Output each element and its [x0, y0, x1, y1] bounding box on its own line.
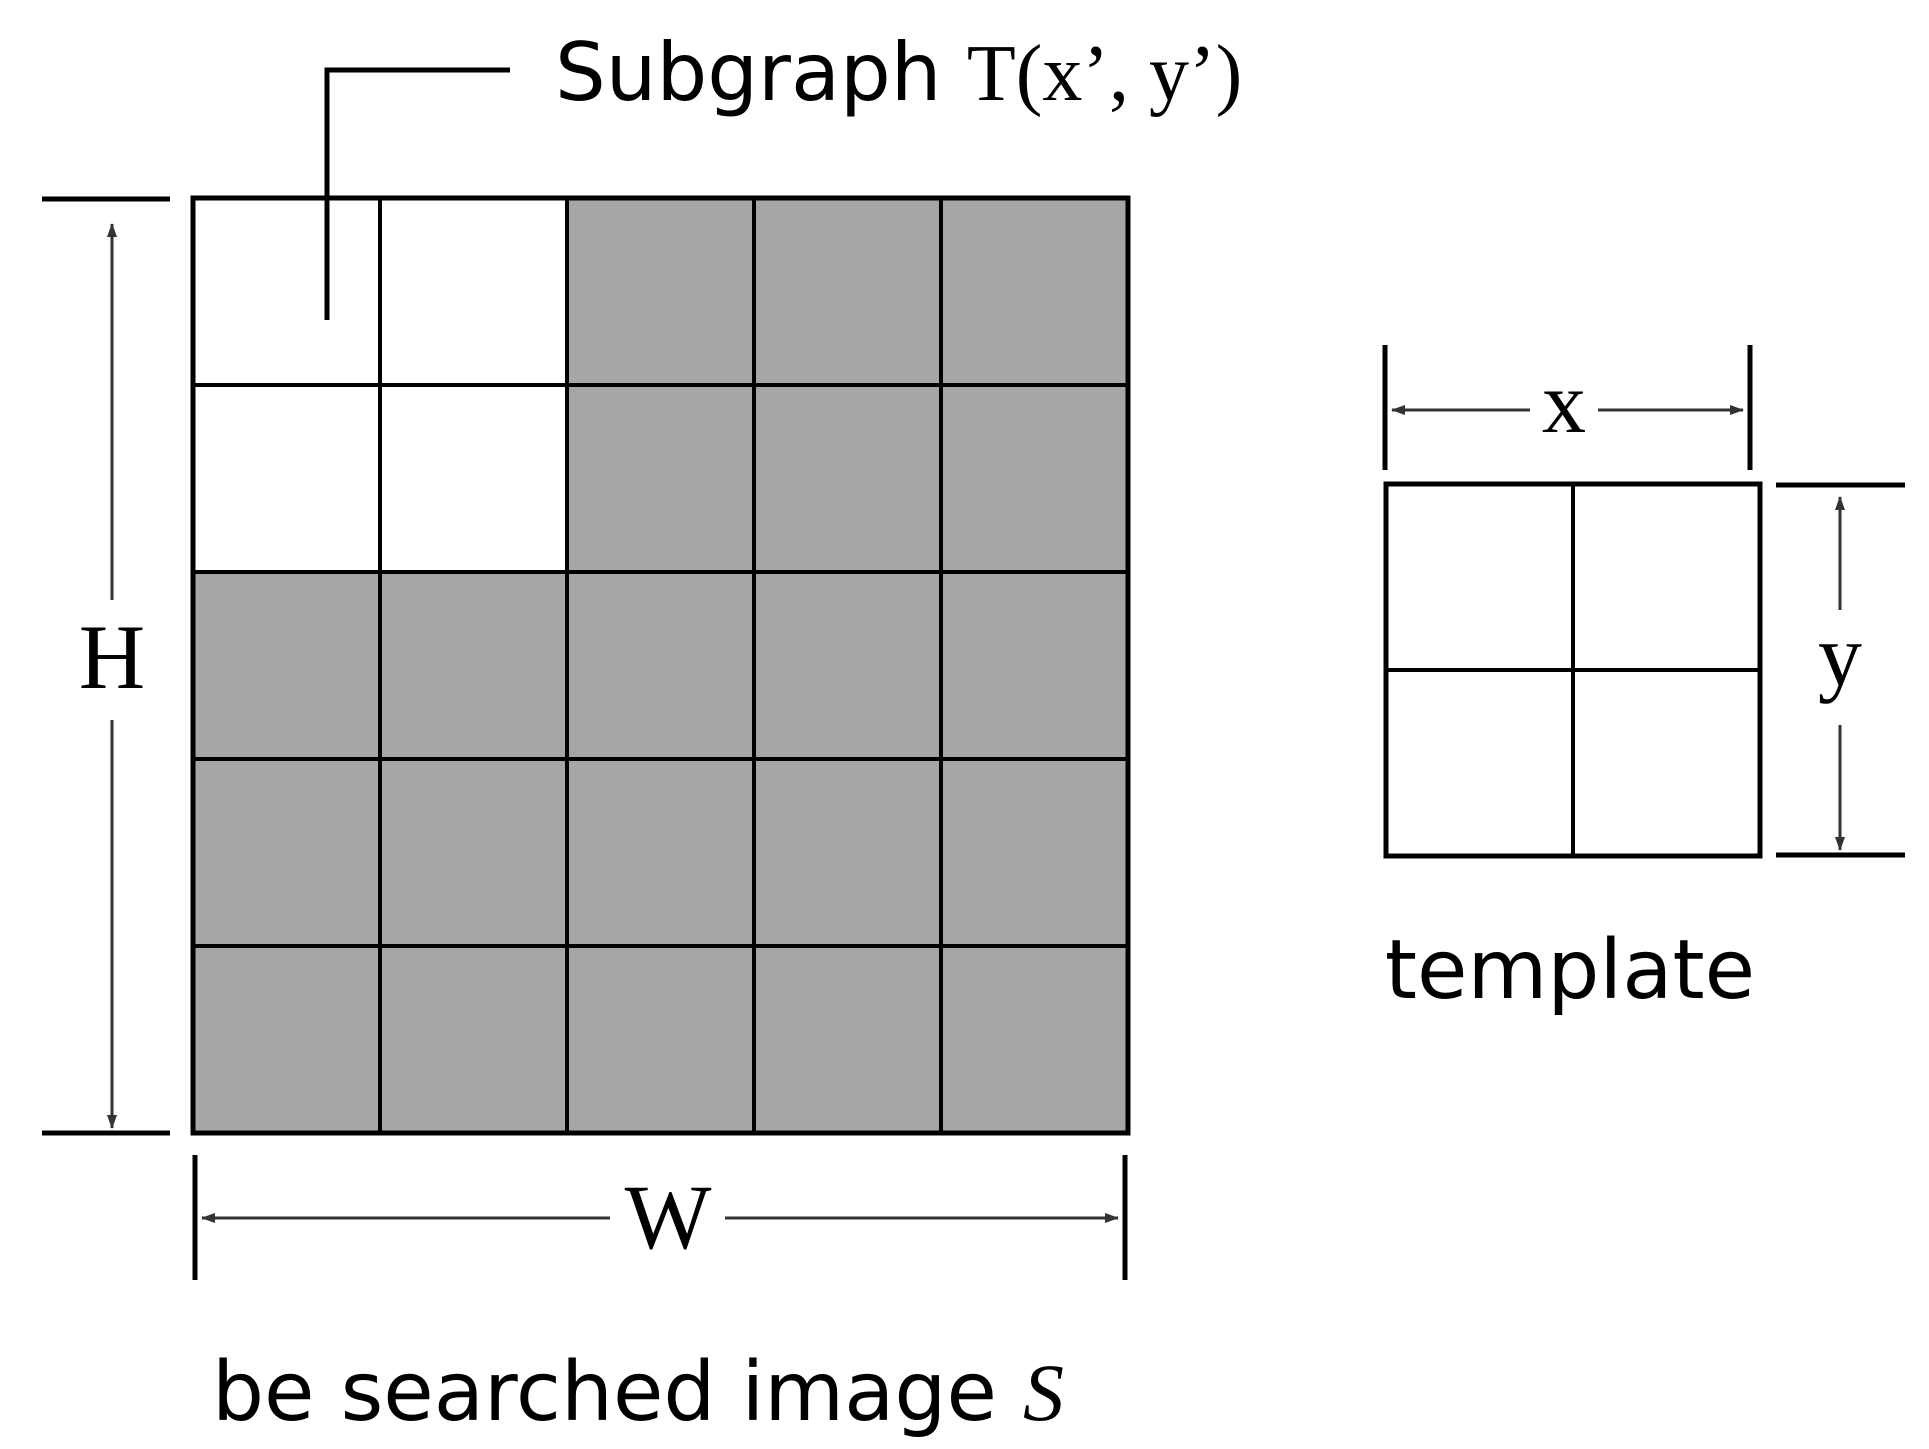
subgraph-label-formula: T(x’, y’) [967, 30, 1242, 118]
searched-image-cell-r5-c4 [752, 944, 943, 1135]
template-width-label: x [1542, 355, 1586, 452]
searched-image-cell-r1-c4 [752, 196, 943, 387]
searched-image-cell-r2-c5 [939, 383, 1130, 574]
searched-image-cell-r5-c2 [378, 944, 569, 1135]
template-grid [1383, 481, 1763, 859]
template-cell-r2-c2 [1571, 668, 1762, 858]
searched-image-cell-r2-c3 [565, 383, 756, 574]
searched-image-cell-r2-c2 [378, 383, 569, 574]
searched-image-caption: be searched image S [212, 1345, 1064, 1440]
searched-image-cell-r3-c4 [752, 570, 943, 761]
searched-image-cell-r4-c3 [565, 757, 756, 948]
searched-image-grid [190, 195, 1131, 1136]
searched-image-cell-r4-c2 [378, 757, 569, 948]
template-cell-r2-c1 [1384, 668, 1575, 858]
searched-image-cell-r5-c1 [191, 944, 382, 1135]
searched-image-cell-r1-c5 [939, 196, 1130, 387]
template-border [1383, 481, 1763, 859]
searched-image-cell-r4-c5 [939, 757, 1130, 948]
searched-image-cell-r2-c1 [191, 383, 382, 574]
template-caption: template [1385, 923, 1755, 1018]
searched-image-cell-r3-c2 [378, 570, 569, 761]
searched-image-caption-text: be searched image [212, 1345, 1023, 1440]
width-label: W [625, 1166, 712, 1268]
searched-image-cell-r4-c1 [191, 757, 382, 948]
searched-image-cell-r4-c4 [752, 757, 943, 948]
searched-image-cell-r1-c3 [565, 196, 756, 387]
searched-image-cell-r2-c4 [752, 383, 943, 574]
searched-image-cell-r3-c1 [191, 570, 382, 761]
height-dimension: H [42, 196, 170, 1136]
subgraph-leader-line [324, 67, 510, 320]
searched-image-cell-r5-c3 [565, 944, 756, 1135]
searched-image-cell-r1-c2 [378, 196, 569, 387]
searched-image-cell-r1-c1 [191, 196, 382, 387]
template-height-dimension: y [1776, 482, 1905, 858]
width-dimension: W [192, 1155, 1128, 1280]
subgraph-label-word: Subgraph [555, 26, 967, 119]
searched-image-cell-r3-c5 [939, 570, 1130, 761]
searched-image-symbol: S [1023, 1347, 1064, 1438]
template-cell-r1-c2 [1571, 482, 1762, 672]
height-label: H [79, 606, 145, 708]
searched-image-cell-r3-c3 [565, 570, 756, 761]
subgraph-label: Subgraph T(x’, y’) [555, 26, 1242, 119]
searched-image-cell-r5-c5 [939, 944, 1130, 1135]
template-width-dimension: x [1382, 345, 1753, 470]
template-cell-r1-c1 [1384, 482, 1575, 672]
template-height-label: y [1818, 608, 1862, 705]
searched-image-border [190, 195, 1131, 1136]
